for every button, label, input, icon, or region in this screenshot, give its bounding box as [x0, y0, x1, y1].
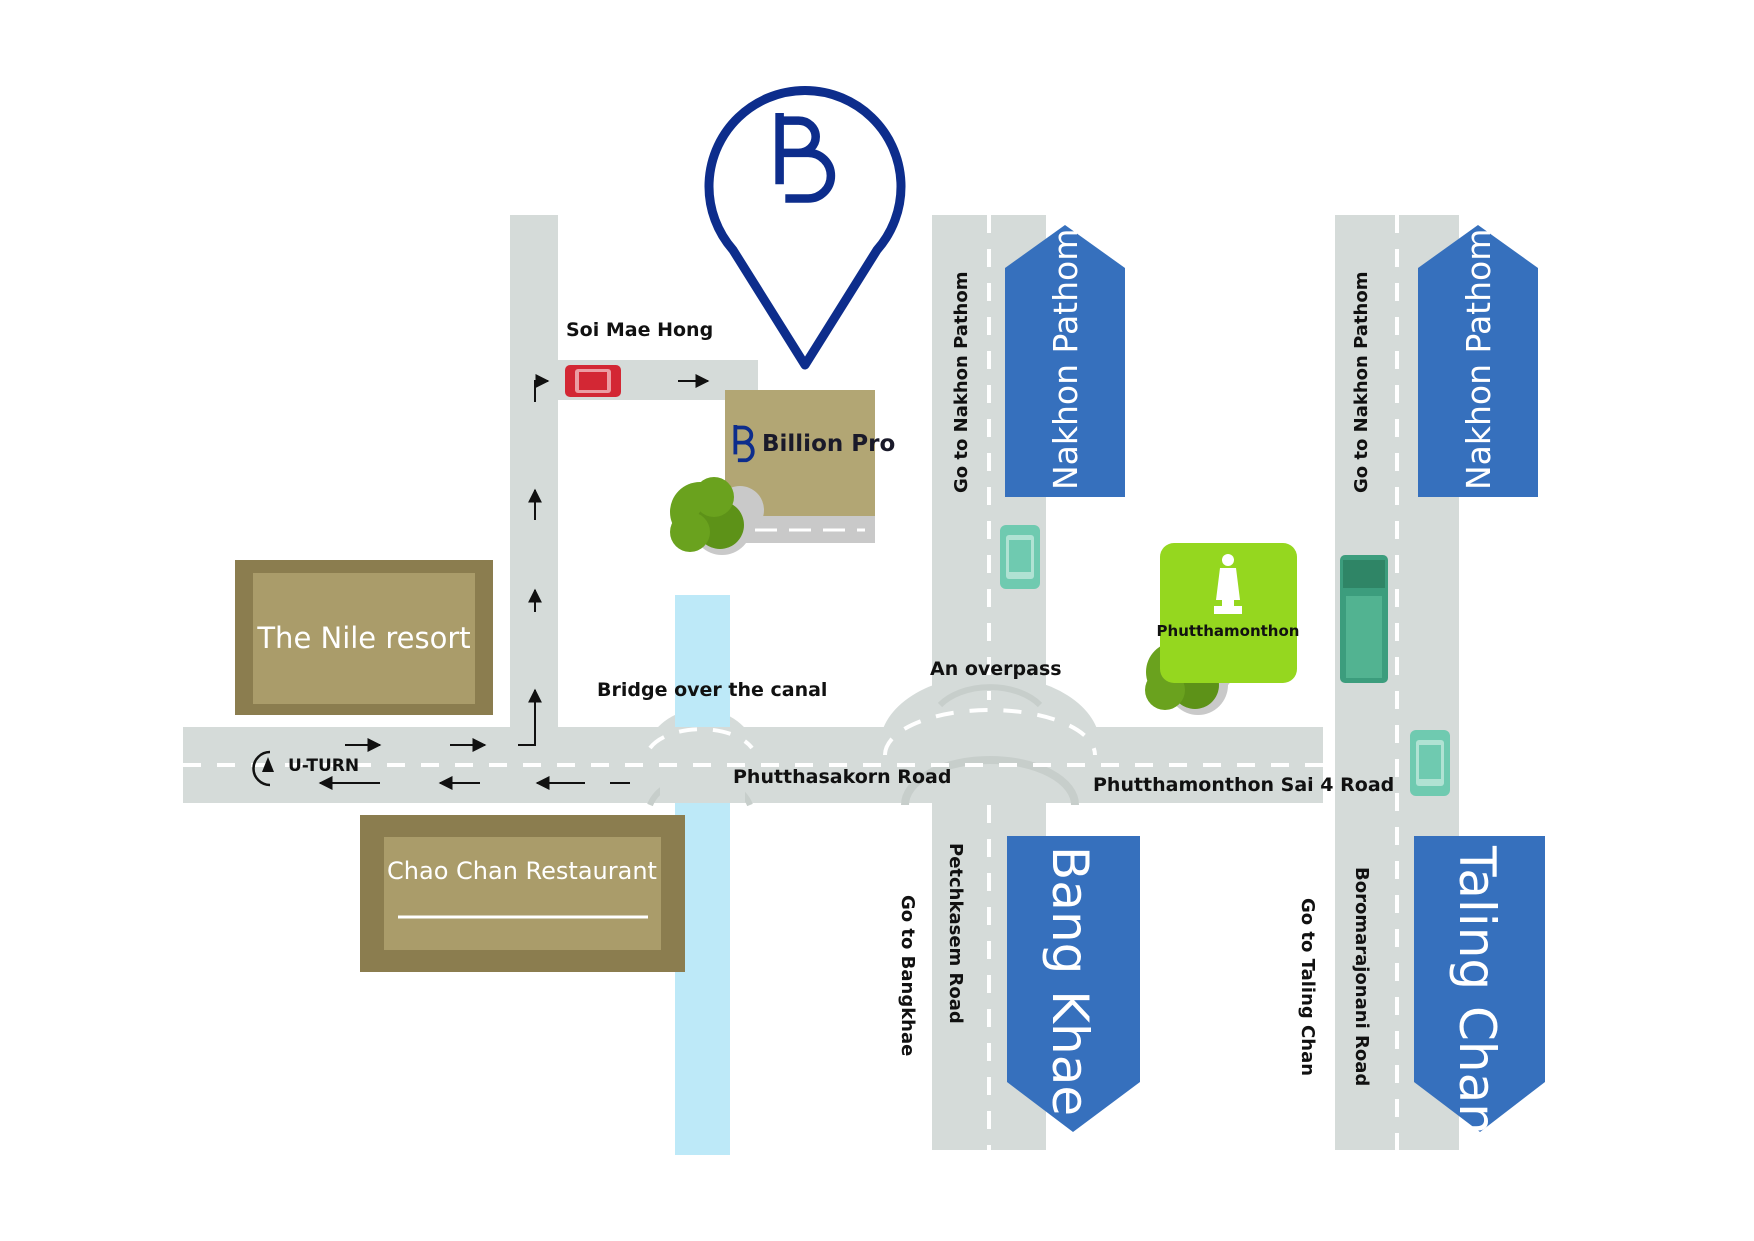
- overpass-arc-lower: [901, 756, 1079, 806]
- route-arrows: [318, 374, 710, 790]
- phutthasakorn-road-label: Phutthasakorn Road: [733, 766, 951, 788]
- go-taling-chan-label: Go to Taling Chan: [1297, 898, 1318, 1076]
- buddha-statue-icon: [1214, 554, 1242, 614]
- go-nakhon-pathom-1-label: Go to Nakhon Pathom: [951, 272, 972, 493]
- sign-bang-khae: Bang Khae: [1007, 836, 1140, 1132]
- billion-pro-logo-icon: [733, 425, 755, 463]
- sign-nakhon-pathom-1-label: Nakhon Pathom: [1046, 229, 1085, 490]
- car-icon-teal: [1000, 525, 1040, 589]
- soi-mae-hong-label: Soi Mae Hong: [566, 319, 713, 341]
- sign-nakhon-pathom-2-label: Nakhon Pathom: [1459, 229, 1498, 490]
- sign-bang-khae-label: Bang Khae: [1041, 846, 1099, 1116]
- sign-taling-chan: Taling Chan: [1414, 836, 1545, 1135]
- go-nakhon-pathom-2-label: Go to Nakhon Pathom: [1351, 272, 1372, 493]
- pin-logo-icon: [775, 113, 836, 203]
- boromarajonani-road-label: Boromarajonani Road: [1351, 867, 1372, 1086]
- go-bangkhae-label: Go to Bangkhae: [897, 895, 918, 1056]
- overpass-label: An overpass: [930, 658, 1062, 680]
- tree-icon: [670, 477, 764, 555]
- bus-icon: [1340, 555, 1388, 683]
- location-pin-icon[interactable]: [704, 86, 906, 370]
- phutthamonthon-label: Phutthamonthon: [1157, 622, 1300, 640]
- sign-nakhon-pathom-2: Nakhon Pathom: [1418, 225, 1538, 497]
- chao-chan-label: Chao Chan Restaurant: [387, 857, 657, 885]
- phutthamonthon-landmark[interactable]: Phutthamonthon: [1157, 543, 1300, 683]
- petchkasem-road-label: Petchkasem Road: [945, 843, 966, 1024]
- u-turn-icon: [252, 750, 274, 787]
- soi-vertical-road: [510, 215, 558, 761]
- road-markings: [183, 215, 1399, 1150]
- sign-taling-chan-label: Taling Chan: [1448, 845, 1506, 1135]
- overpass-arc: [880, 675, 1100, 760]
- overpass-arc-top: [937, 684, 1043, 708]
- bridge-label: Bridge over the canal: [597, 679, 827, 701]
- billion-pro-label: Billion Pro: [762, 431, 895, 457]
- car-icon-red: [565, 365, 621, 397]
- nile-resort-building: The Nile resort: [235, 560, 493, 715]
- car-icon-teal: [1410, 730, 1450, 796]
- nile-resort-label: The Nile resort: [256, 621, 470, 655]
- chao-chan-restaurant-building: Chao Chan Restaurant: [360, 815, 685, 972]
- phutthamonthon-sai4-label: Phutthamonthon Sai 4 Road: [1093, 774, 1394, 796]
- sign-nakhon-pathom-1: Nakhon Pathom: [1005, 225, 1125, 497]
- u-turn-label: U-TURN: [288, 756, 359, 776]
- billion-pro-building[interactable]: Billion Pro: [725, 390, 895, 543]
